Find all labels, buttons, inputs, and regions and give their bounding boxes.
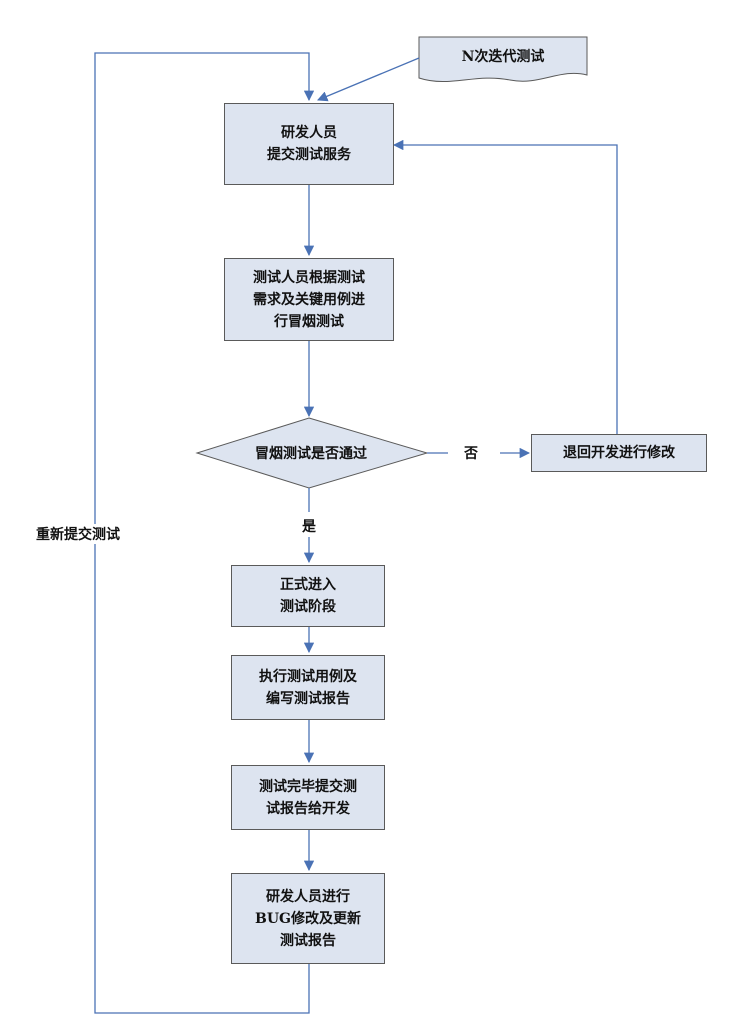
iteration-doc-shape xyxy=(418,36,588,83)
arrow-doc-to-submit xyxy=(317,57,420,102)
resubmit-label: 重新提交测试 xyxy=(34,524,122,544)
decision-label: 冒烟测试是否通过 xyxy=(255,446,367,462)
yes-label: 是 xyxy=(302,519,316,535)
execute-cases-box: 执行测试用例及 编写测试报告 xyxy=(231,655,385,720)
return-dev-box: 退回开发进行修改 xyxy=(531,434,707,472)
arrow-return-to-submit xyxy=(392,139,618,434)
smoke-test-box: 测试人员根据测试 需求及关键用例进 行冒烟测试 xyxy=(224,258,394,341)
dev-fix-box: 研发人员进行 BUG修改及更新 测试报告 xyxy=(231,873,385,964)
formal-test-box: 正式进入 测试阶段 xyxy=(231,565,385,627)
iteration-doc-label: N次迭代测试 xyxy=(461,49,545,65)
arrow-resubmit-loop xyxy=(94,52,315,1014)
submit-service-box: 研发人员 提交测试服务 xyxy=(224,103,394,185)
no-label: 否 xyxy=(464,446,478,462)
submit-report-box: 测试完毕提交测 试报告给开发 xyxy=(231,765,385,830)
